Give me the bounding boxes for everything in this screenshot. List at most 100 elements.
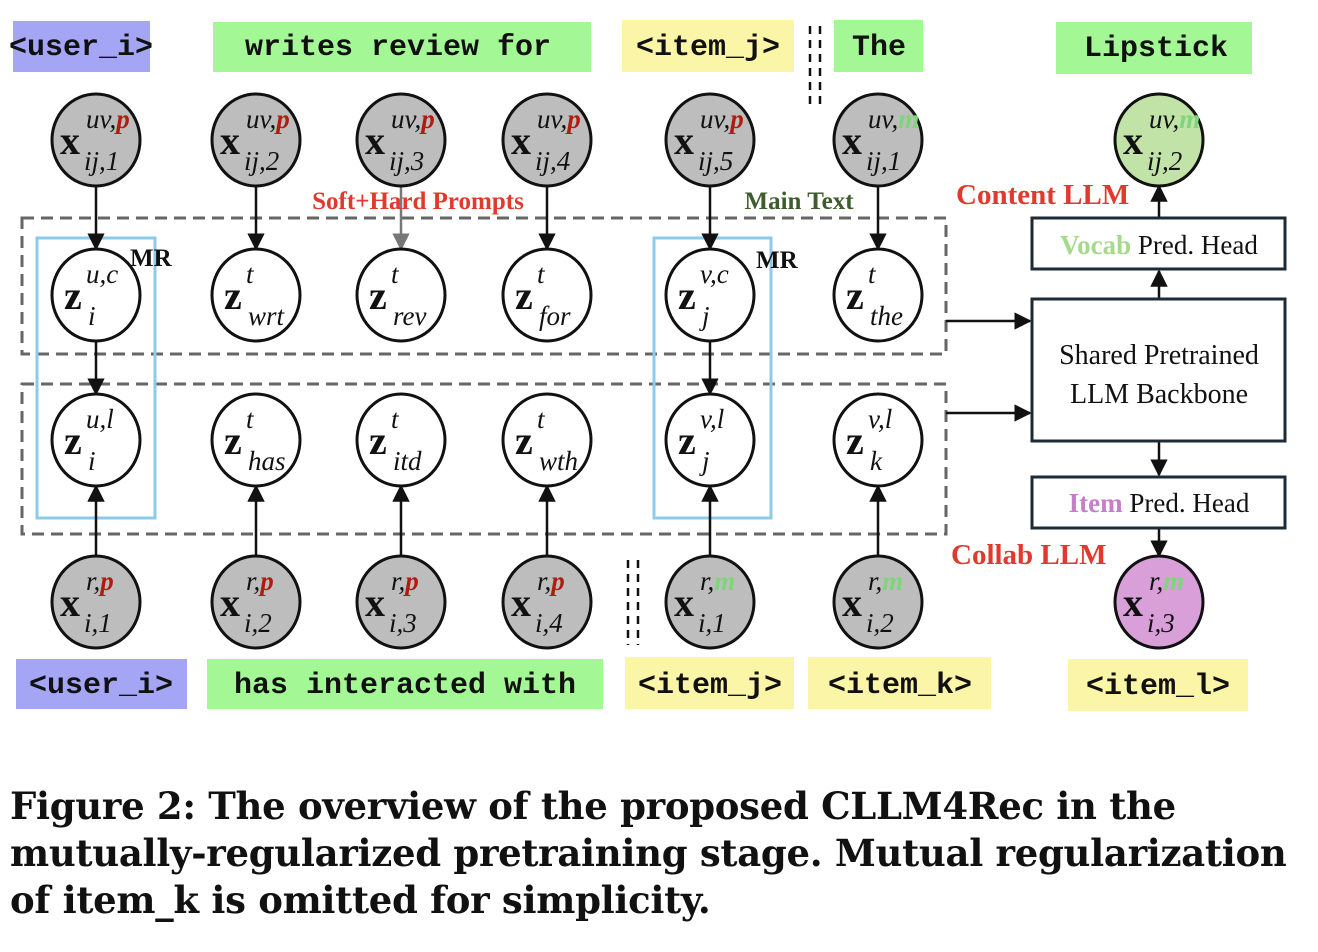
- content-observed-node-1-base: x: [60, 118, 80, 163]
- content-observed-node-2-base: x: [220, 118, 240, 163]
- content-latent-node-1-superscript: u,c: [86, 259, 118, 289]
- content-latent-node-5-base: z: [678, 273, 696, 318]
- content-observed-node-4-base: x: [511, 118, 531, 163]
- collab-observed-node-2-subscript: i,2: [244, 608, 272, 638]
- collab-latent-node-4-base: z: [515, 418, 533, 463]
- token-writes-review-for: [213, 22, 591, 72]
- content-observed-node-3-base: x: [365, 118, 385, 163]
- collab-output-node-base: x: [1123, 580, 1143, 625]
- content-observed-node-1-circle: [50, 92, 142, 188]
- collab-observed-node-5-superscript: r,m: [700, 566, 735, 596]
- content-latent-node-5-circle: [664, 247, 756, 343]
- content-output-node-circle: [1113, 92, 1205, 188]
- collab-latent-node-2-base: z: [224, 418, 242, 463]
- content-latent-node-2-circle: [210, 247, 302, 343]
- content-observed-node-5-base: x: [674, 118, 694, 163]
- content-observed-node-3-superscript: uv,p: [391, 104, 435, 134]
- collab-observed-node-6-superscript: r,m: [868, 566, 903, 596]
- content-latent-node-6-superscript: t: [868, 259, 877, 289]
- collab-latent-node-1-circle: [50, 392, 142, 488]
- collab-observed-node-3-subscript: i,3: [389, 608, 417, 638]
- collab-output-node-superscript: r,m: [1149, 566, 1184, 596]
- collab-latent-node-1-superscript: u,l: [86, 404, 114, 434]
- collab-output-node-circle: [1113, 554, 1205, 650]
- collab-observed-node-1-subscript: i,1: [84, 608, 112, 638]
- separator-top: [808, 26, 822, 110]
- content-latent-node-3-circle: [355, 247, 447, 343]
- content-output-node-base: x: [1123, 118, 1143, 163]
- collab-latent-node-1-base: z: [64, 418, 82, 463]
- mr-label-item: MR: [756, 247, 799, 274]
- mr-label-user: MR: [130, 245, 173, 272]
- collab-latent-node-6-base: z: [846, 418, 864, 463]
- token-item-k: [808, 657, 991, 709]
- collab-latent-node-5-circle: [664, 392, 756, 488]
- collab-observed-node-1-superscript: r,p: [86, 566, 114, 596]
- content-latent-node-6-base: z: [846, 273, 864, 318]
- collab-observed-node-5-circle: [664, 554, 756, 650]
- collab-observed-node-4-base: x: [511, 580, 531, 625]
- collab-latent-node-6-circle: [832, 392, 924, 488]
- collab-observed-node-2-circle: [210, 554, 302, 650]
- content-observed-node-3-circle: [355, 92, 447, 188]
- content-observed-node-5-circle: [664, 92, 756, 188]
- collab-latent-node-1-subscript: i: [88, 446, 96, 476]
- collab-latent-node-5-superscript: v,l: [700, 404, 724, 434]
- content-latent-node-4-superscript: t: [537, 259, 546, 289]
- collab-observed-node-4-superscript: r,p: [537, 566, 565, 596]
- content-observed-node-3-subscript: ij,3: [389, 146, 424, 176]
- content-observed-node-4-subscript: ij,4: [535, 146, 570, 176]
- separator-bottom: [626, 560, 640, 645]
- collab-observed-node-6-circle: [832, 554, 924, 650]
- content-observed-node-1-subscript: ij,1: [84, 146, 119, 176]
- content-latent-node-6-circle: [832, 247, 924, 343]
- content-latent-node-4-circle: [501, 247, 593, 343]
- content-observed-node-4-circle: [501, 92, 593, 188]
- main-text-label: Main Text: [744, 188, 854, 215]
- content-latent-node-5-superscript: v,c: [700, 259, 729, 289]
- collab-observed-node-3-base: x: [365, 580, 385, 625]
- token-item-j-bottom-label: <item_j>: [638, 669, 782, 703]
- content-observed-node-5-subscript: ij,5: [698, 146, 733, 176]
- collab-observed-node-5-subscript: i,1: [698, 608, 726, 638]
- content-llm-label: Content LLM: [956, 179, 1129, 211]
- content-observed-node-6-superscript: uv,m: [868, 104, 919, 134]
- content-latent-node-2-superscript: t: [246, 259, 255, 289]
- content-latent-node-1-base: z: [64, 273, 82, 318]
- svg-text:Item Pred. Head: Item Pred. Head: [1069, 488, 1250, 518]
- token-item-l: [1068, 659, 1248, 711]
- content-observed-node-2-circle: [210, 92, 302, 188]
- backbone-line-1: Shared Pretrained: [1059, 340, 1259, 371]
- collab-latent-node-2-subscript: has: [248, 446, 286, 476]
- collab-observed-node-6-base: x: [842, 580, 862, 625]
- token-has-interacted-with-label: has interacted with: [234, 669, 576, 703]
- bottom-token-row: <user_i> has interacted with <item_j> <i…: [16, 657, 1248, 711]
- token-the-label: The: [852, 31, 906, 65]
- collab-latent-node-4-circle: [501, 392, 593, 488]
- content-observed-node-6-subscript: ij,1: [866, 146, 901, 176]
- token-has-interacted-with: [207, 659, 603, 709]
- cllm4rec-diagram: <user_i> writes review for <item_j> The …: [9, 20, 1287, 711]
- content-latent-node-4-base: z: [515, 273, 533, 318]
- token-writes-review-for-label: writes review for: [245, 31, 551, 65]
- content-observed-node-5-superscript: uv,p: [700, 104, 744, 134]
- item-pred-head: Item Pred. Head: [1030, 475, 1287, 530]
- collab-observed-node-4-subscript: i,4: [535, 608, 563, 638]
- collab-observed-node-6-subscript: i,2: [866, 608, 894, 638]
